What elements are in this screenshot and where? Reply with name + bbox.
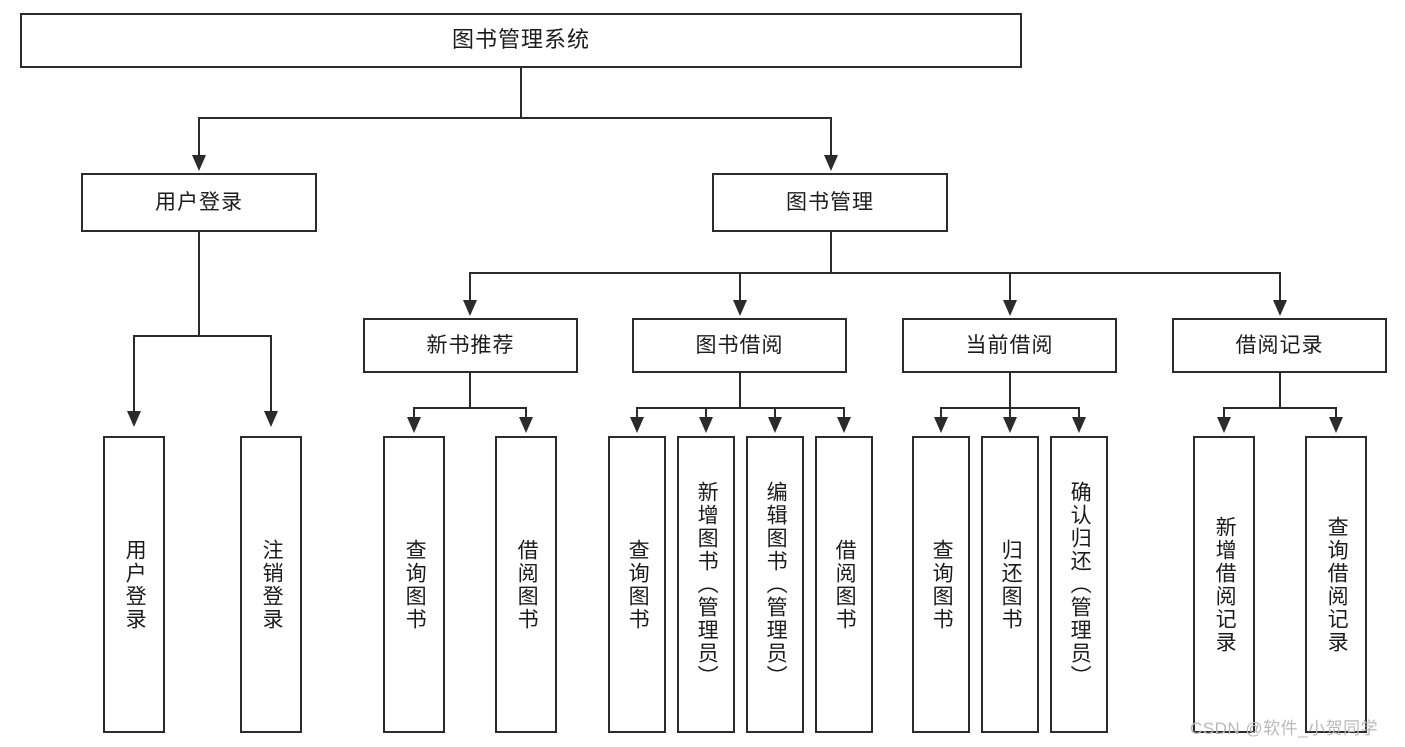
arrowhead-borrow-record-leaf-1 [1217, 417, 1231, 433]
node-label: 图书借阅 [695, 333, 784, 357]
node-label: 确认归还（管理员） [1068, 481, 1092, 688]
leaf-book-borrow-edit[interactable]: 编辑图书（管理员） [746, 436, 804, 733]
edge-drop-current-borrow [1009, 272, 1011, 302]
arrowhead-borrow-record [1273, 300, 1287, 316]
edge-book-borrow-stem [739, 373, 741, 409]
arrowhead-current-borrow [1003, 300, 1017, 316]
arrowhead-user-login-leaf-1 [127, 411, 141, 427]
node-root-book-management-system[interactable]: 图书管理系统 [20, 13, 1022, 68]
arrowhead-book-borrow-leaf-4 [837, 417, 851, 433]
node-label: 图书管理系统 [451, 27, 590, 53]
arrowhead-user-login-leaf-2 [264, 411, 278, 427]
edge-drop-book-borrow-leaf-1 [636, 407, 638, 419]
csdn-watermark: CSDN @软件_小贺同学 [1190, 719, 1379, 738]
arrowhead-book-borrow-leaf-3 [768, 417, 782, 433]
edge-drop-book-borrow-leaf-2 [705, 407, 707, 419]
edge-book-management-bus [469, 272, 1280, 274]
edge-drop-borrow-record-leaf-2 [1335, 407, 1337, 419]
node-book-management[interactable]: 图书管理 [712, 173, 948, 232]
leaf-book-borrow-borrow[interactable]: 借阅图书 [815, 436, 873, 733]
arrowhead-user-login [192, 155, 206, 171]
node-label: 查询图书 [930, 538, 954, 631]
edge-book-borrow-bus [636, 407, 844, 409]
node-label: 查询图书 [626, 538, 650, 631]
node-label: 图书管理 [786, 190, 874, 214]
leaf-current-borrow-return[interactable]: 归还图书 [981, 436, 1039, 733]
edge-current-borrow-stem [1009, 373, 1011, 409]
leaf-book-borrow-query[interactable]: 查询图书 [608, 436, 666, 733]
leaf-book-borrow-add[interactable]: 新增图书（管理员） [677, 436, 735, 733]
leaf-current-borrow-confirm-return[interactable]: 确认归还（管理员） [1050, 436, 1108, 733]
arrowhead-current-borrow-leaf-2 [1003, 417, 1017, 433]
leaf-current-borrow-query[interactable]: 查询图书 [912, 436, 970, 733]
arrowhead-book-borrow [733, 300, 747, 316]
leaf-borrow-record-add[interactable]: 新增借阅记录 [1193, 436, 1255, 733]
edge-new-book-stem [469, 373, 471, 409]
edge-borrow-record-bus [1223, 407, 1337, 409]
node-current-borrow[interactable]: 当前借阅 [902, 318, 1117, 373]
node-user-login[interactable]: 用户登录 [81, 173, 317, 232]
edge-user-login-stem [198, 232, 200, 337]
leaf-new-book-query[interactable]: 查询图书 [383, 436, 445, 733]
arrowhead-current-borrow-leaf-3 [1072, 417, 1086, 433]
edge-drop-current-borrow-leaf-2 [1009, 407, 1011, 419]
node-label: 借阅记录 [1235, 333, 1324, 357]
node-label: 查询借阅记录 [1325, 515, 1349, 654]
arrowhead-current-borrow-leaf-1 [934, 417, 948, 433]
edge-drop-new-book-leaf-2 [525, 407, 527, 419]
node-label: 归还图书 [999, 538, 1023, 631]
edge-drop-book-borrow-leaf-4 [843, 407, 845, 419]
arrowhead-borrow-record-leaf-2 [1329, 417, 1343, 433]
node-label: 借阅图书 [833, 538, 857, 631]
arrowhead-new-book-leaf-2 [519, 417, 533, 433]
node-label: 当前借阅 [965, 333, 1054, 357]
node-label: 借阅图书 [515, 538, 539, 631]
edge-drop-user-login [198, 117, 200, 157]
edge-drop-user-login-leaf-1 [133, 335, 135, 413]
edge-drop-current-borrow-leaf-1 [940, 407, 942, 419]
leaf-user-login-login[interactable]: 用户登录 [103, 436, 165, 733]
node-label: 注销登录 [260, 538, 284, 631]
arrowhead-book-borrow-leaf-1 [630, 417, 644, 433]
node-label: 用户登录 [155, 190, 243, 214]
edge-drop-book-management [830, 117, 832, 157]
arrowhead-new-book-leaf-1 [407, 417, 421, 433]
node-label: 新增图书（管理员） [695, 481, 719, 688]
node-borrow-record[interactable]: 借阅记录 [1172, 318, 1387, 373]
edge-drop-book-borrow [739, 272, 741, 302]
edge-book-management-stem [830, 232, 832, 274]
edge-drop-user-login-leaf-2 [270, 335, 272, 413]
edge-user-login-bus [133, 335, 271, 337]
edge-drop-new-book [469, 272, 471, 302]
leaf-user-login-logout[interactable]: 注销登录 [240, 436, 302, 733]
node-label: 新增借阅记录 [1213, 515, 1237, 654]
arrowhead-book-management [824, 155, 838, 171]
node-label: 用户登录 [123, 538, 147, 631]
arrowhead-book-borrow-leaf-2 [699, 417, 713, 433]
edge-borrow-record-stem [1279, 373, 1281, 409]
leaf-new-book-borrow[interactable]: 借阅图书 [495, 436, 557, 733]
edge-new-book-bus [413, 407, 527, 409]
leaf-borrow-record-query[interactable]: 查询借阅记录 [1305, 436, 1367, 733]
edge-drop-borrow-record [1279, 272, 1281, 302]
node-label: 查询图书 [403, 538, 427, 631]
node-label: 新书推荐 [426, 333, 515, 357]
node-book-borrow[interactable]: 图书借阅 [632, 318, 847, 373]
edge-root-bus [198, 117, 832, 119]
node-new-book-recommend[interactable]: 新书推荐 [363, 318, 578, 373]
arrowhead-new-book [463, 300, 477, 316]
edge-drop-current-borrow-leaf-3 [1078, 407, 1080, 419]
edge-drop-borrow-record-leaf-1 [1223, 407, 1225, 419]
edge-drop-new-book-leaf-1 [413, 407, 415, 419]
node-label: 编辑图书（管理员） [764, 481, 788, 688]
edge-drop-book-borrow-leaf-3 [774, 407, 776, 419]
edge-root-stem [520, 68, 522, 118]
